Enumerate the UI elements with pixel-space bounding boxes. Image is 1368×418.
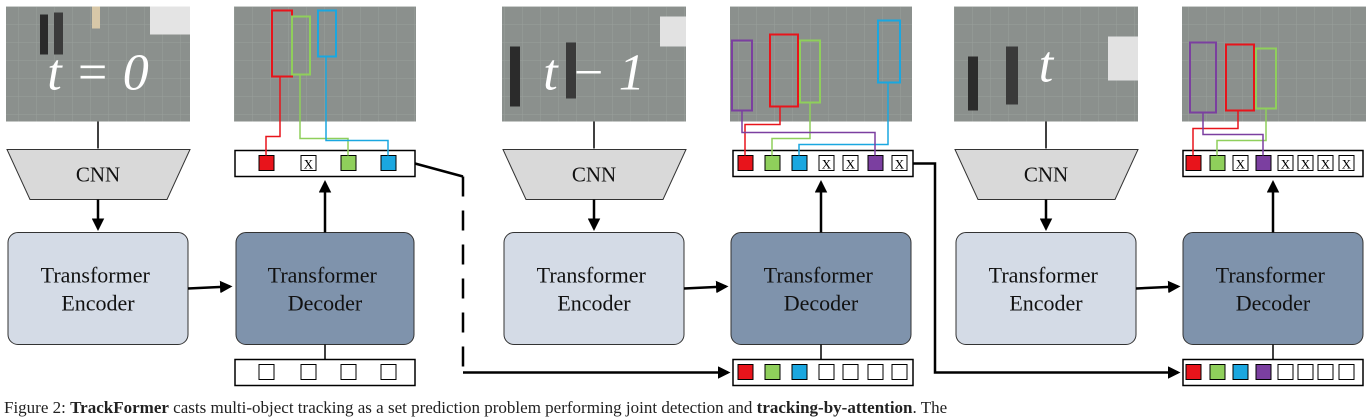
decoder-label: Transformer Decoder bbox=[1216, 263, 1331, 316]
cnn-trapezoid bbox=[954, 149, 1139, 200]
track-query-blue bbox=[380, 155, 397, 171]
caption-bold2: tracking-by-attention bbox=[756, 398, 913, 417]
transformer-encoder bbox=[955, 232, 1137, 345]
cnn-label: CNN bbox=[1024, 163, 1068, 187]
empty-query-x: X bbox=[1236, 157, 1246, 172]
cnn-label: CNN bbox=[76, 163, 120, 187]
time-label: t bbox=[1039, 37, 1055, 94]
transformer-encoder bbox=[503, 232, 685, 345]
frame-image bbox=[502, 6, 686, 122]
track-query-purple bbox=[1255, 155, 1272, 171]
decoder-label: Transformer Decoder bbox=[764, 263, 879, 316]
figure-caption: Figure 2: TrackFormer casts multi-object… bbox=[4, 398, 1368, 418]
track-query-blue bbox=[791, 155, 808, 171]
empty-query bbox=[842, 155, 859, 171]
empty-query bbox=[1232, 155, 1249, 171]
encoder-line1: Transformer bbox=[41, 263, 151, 288]
decoder-line1: Transformer bbox=[764, 263, 874, 288]
encoder-line2: Encoder bbox=[1009, 291, 1083, 316]
caption-part1: Figure 2: bbox=[4, 398, 71, 417]
empty-query-x: X bbox=[895, 157, 905, 172]
empty-query bbox=[300, 155, 317, 171]
frame-0: t = 0 CNN Transformer Encoder Transforme… bbox=[6, 6, 416, 387]
encoder-label: Transformer Encoder bbox=[989, 263, 1104, 316]
caption-part2: casts multi-object tracking as a set pre… bbox=[168, 398, 757, 417]
encoder-line2: Encoder bbox=[61, 291, 135, 316]
cnn-trapezoid bbox=[6, 149, 191, 200]
empty-query-x: X bbox=[822, 157, 832, 172]
empty-query bbox=[818, 155, 835, 171]
time-label: t − 1 bbox=[543, 45, 645, 102]
caption-bold1: TrackFormer bbox=[70, 398, 169, 417]
encoder-line2: Encoder bbox=[557, 291, 631, 316]
track-query-connector-1 bbox=[913, 162, 1181, 379]
track-query-red bbox=[1185, 155, 1202, 171]
decoder-line1: Transformer bbox=[268, 263, 378, 288]
frame-image bbox=[954, 6, 1138, 122]
transformer-decoder bbox=[730, 232, 912, 345]
output-image bbox=[1182, 6, 1366, 122]
empty-query-x: X bbox=[846, 157, 856, 172]
empty-query bbox=[1297, 155, 1314, 171]
empty-query-x: X bbox=[1321, 157, 1331, 172]
track-query-connector-0 bbox=[414, 162, 464, 178]
caption-part3: . The bbox=[912, 398, 948, 417]
cnn-label: CNN bbox=[572, 163, 616, 187]
encoder-line1: Transformer bbox=[989, 263, 1099, 288]
empty-query-x: X bbox=[1281, 157, 1291, 172]
transformer-encoder bbox=[7, 232, 189, 345]
output-image bbox=[730, 6, 912, 122]
track-query-green bbox=[1209, 155, 1226, 171]
decoder-line2: Decoder bbox=[1236, 291, 1311, 316]
empty-query bbox=[1338, 155, 1355, 171]
transformer-decoder bbox=[235, 232, 415, 345]
decoder-label: Transformer Decoder bbox=[268, 263, 383, 316]
empty-query bbox=[1277, 155, 1294, 171]
cnn-trapezoid bbox=[502, 149, 687, 200]
empty-query bbox=[891, 155, 908, 171]
decoder-line2: Decoder bbox=[288, 291, 363, 316]
empty-query-x: X bbox=[1301, 157, 1311, 172]
empty-query-x: X bbox=[1342, 157, 1352, 172]
track-query-green bbox=[764, 155, 781, 171]
frame-image bbox=[6, 6, 190, 122]
transformer-decoder bbox=[1182, 232, 1364, 345]
output-image bbox=[234, 6, 416, 122]
empty-query-x: X bbox=[304, 157, 314, 172]
track-query-red bbox=[258, 155, 275, 171]
frame-1: t − 1 CNN Transformer Encoder Transforme… bbox=[502, 6, 914, 387]
time-label: t = 0 bbox=[47, 45, 149, 102]
decoder-line1: Transformer bbox=[1216, 263, 1326, 288]
encoder-line1: Transformer bbox=[537, 263, 647, 288]
track-query-purple bbox=[867, 155, 884, 171]
decoder-line2: Decoder bbox=[784, 291, 859, 316]
encoder-label: Transformer Encoder bbox=[41, 263, 156, 316]
track-query-green bbox=[340, 155, 357, 171]
track-query-red bbox=[737, 155, 754, 171]
empty-query bbox=[1317, 155, 1334, 171]
frame-2: t CNN Transformer Encoder Transformer De… bbox=[954, 6, 1366, 387]
encoder-label: Transformer Encoder bbox=[537, 263, 652, 316]
